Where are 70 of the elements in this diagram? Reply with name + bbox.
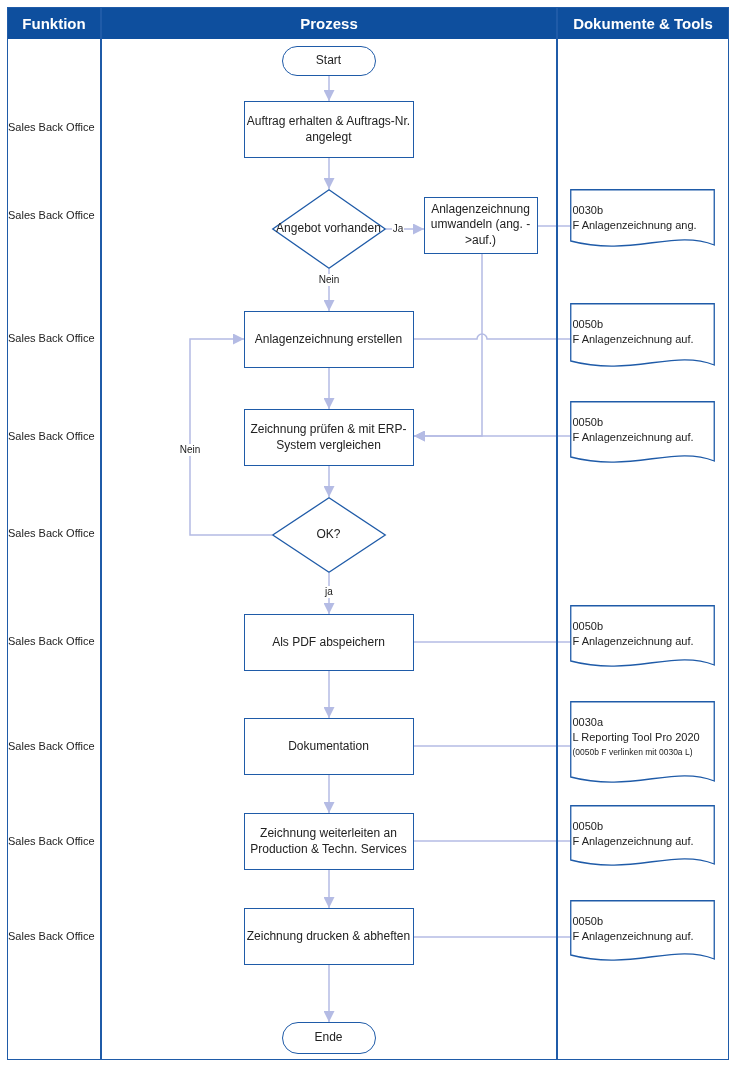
document-code: 0050b <box>572 913 605 929</box>
node-label: Angebot vorhanden <box>276 220 381 237</box>
node-label: OK? <box>316 526 341 543</box>
process-box <box>243 907 414 965</box>
edge-label: ja <box>324 586 334 598</box>
role-label: Sales Back Office <box>8 526 95 539</box>
decision-diamond <box>271 188 386 269</box>
document-code: 0050b <box>572 618 605 634</box>
document-note: (0050b F verlinken mit 0030a L) <box>572 746 694 760</box>
connector-arrow <box>323 75 335 102</box>
role-label: Sales Back Office <box>8 834 95 847</box>
document-title: L Reporting Tool Pro 2020 <box>572 730 701 746</box>
process-box <box>243 310 414 368</box>
document-code: 0050b <box>572 316 605 332</box>
node-label: Zeichnung prüfen & mit ERP-System vergleichen <box>249 420 408 454</box>
terminator-box <box>281 45 376 76</box>
swimlane <box>7 7 101 1060</box>
role-label: Sales Back Office <box>8 739 95 752</box>
connector-arrow <box>323 964 335 1023</box>
document-title: F Anlagenzeichnung ang. <box>572 218 698 234</box>
connector-arrow <box>323 465 335 498</box>
node-label: Start <box>315 52 342 69</box>
edge-label: Nein <box>317 274 341 286</box>
role-label: Sales Back Office <box>8 429 95 442</box>
swimlane <box>557 7 729 1060</box>
node-label: Ende <box>314 1029 343 1046</box>
column-header: Funktion <box>8 8 100 39</box>
document-code: 0050b <box>572 818 605 834</box>
document-title: F Anlagenzeichnung auf. <box>572 430 695 446</box>
document-code: 0030b <box>572 202 605 218</box>
role-label: Sales Back Office <box>8 208 95 221</box>
document-code: 0050b <box>572 414 605 430</box>
process-box <box>243 717 414 775</box>
connector-arrow <box>189 333 273 536</box>
document-title: F Anlagenzeichnung auf. <box>572 634 695 650</box>
connector-arrow <box>323 157 335 190</box>
edge-label: Nein <box>178 444 202 456</box>
column-header: Prozess <box>102 8 556 39</box>
connector-arrow <box>323 572 335 615</box>
role-label: Sales Back Office <box>8 120 95 133</box>
process-box <box>243 100 414 158</box>
process-box <box>423 196 538 254</box>
role-label: Sales Back Office <box>8 331 95 344</box>
document-code: 0030a <box>572 714 605 730</box>
swimlane <box>101 7 557 1060</box>
node-label: Als PDF abspeichern <box>272 633 385 651</box>
document-title: F Anlagenzeichnung auf. <box>572 332 695 348</box>
document-title: F Anlagenzeichnung auf. <box>572 834 695 850</box>
node-label: Anlagenzeichnung erstellen <box>254 330 403 348</box>
terminator-box <box>281 1021 376 1054</box>
node-label: Zeichnung drucken & abheften <box>246 927 411 945</box>
connector-arrow <box>323 367 335 410</box>
column-header: Dokumente & Tools <box>558 8 728 39</box>
connector-arrow <box>323 670 335 719</box>
role-label: Sales Back Office <box>8 634 95 647</box>
node-label: Dokumentation <box>288 737 369 755</box>
process-box <box>243 613 414 671</box>
node-label: Anlagenzeichnung umwandeln (ang. ->auf.) <box>429 201 532 249</box>
connector-arrow <box>413 430 571 442</box>
connector-arrow <box>385 223 425 235</box>
role-label: Sales Back Office <box>8 929 95 942</box>
process-box <box>243 812 414 870</box>
node-label: Auftrag erhalten & Auftrags-Nr. angelegt <box>246 112 411 146</box>
process-box <box>243 408 414 466</box>
node-label: Zeichnung weiterleiten an Production & Techn. Services <box>249 824 408 858</box>
decision-diamond <box>271 496 386 573</box>
connector-arrow <box>323 774 335 814</box>
edge-label: Ja <box>391 223 405 235</box>
document-title: F Anlagenzeichnung auf. <box>572 929 695 945</box>
connector-arrow <box>323 869 335 909</box>
